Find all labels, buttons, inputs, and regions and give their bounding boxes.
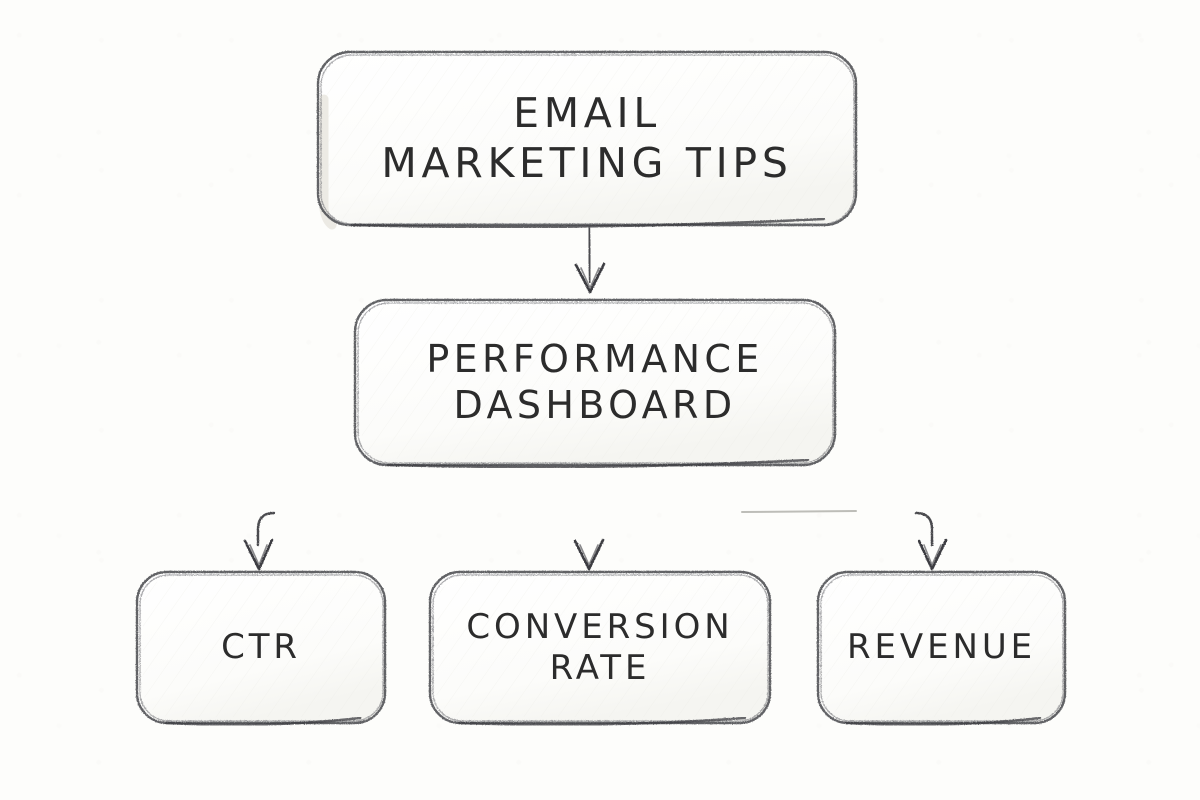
- edge-root-to-dashboard: [574, 224, 606, 294]
- node-root-hatch: [324, 58, 852, 221]
- node-ctr-hatch: [143, 578, 379, 717]
- node-dashboard-hatch: [361, 306, 829, 459]
- node-root-hit[interactable]: [318, 52, 856, 225]
- node-root-outline: [316, 50, 858, 227]
- edge-dashboard-to-revenue-arrowhead-2: [923, 544, 942, 568]
- node-ctr-outline: [135, 570, 387, 725]
- node-dashboard-hit[interactable]: [355, 300, 835, 465]
- node-revenue-hit[interactable]: [818, 572, 1065, 723]
- node-revenue-bottom-shadow: [844, 716, 1042, 726]
- node-ctr[interactable]: [135, 570, 387, 726]
- node-revenue[interactable]: [816, 570, 1067, 726]
- edge-dashboard-to-revenue: [917, 538, 948, 571]
- node-conversion-rate-bottom-shadow: [457, 716, 747, 726]
- edge-root-to-dashboard-line: [587, 224, 592, 284]
- edge-bus-fade-segment: [741, 510, 857, 513]
- edge-root-to-dashboard-arrowhead-2: [580, 267, 600, 290]
- node-dashboard-outline: [353, 298, 837, 467]
- edge-dashboard-to-conversion-rate-arrowhead: [573, 538, 605, 571]
- edge-dashboard-to-ctr-arrowhead-2: [249, 544, 268, 568]
- node-conversion-rate-outline-2: [432, 574, 769, 722]
- node-root[interactable]: [316, 50, 858, 230]
- node-conversion-rate-hit[interactable]: [430, 572, 770, 723]
- edge-dashboard-to-ctr-arrowhead: [243, 538, 274, 571]
- node-revenue-outline-2: [820, 574, 1064, 722]
- node-root-outline-2: [320, 54, 855, 225]
- node-ctr-outline-2: [139, 574, 384, 722]
- node-dashboard-outline-2: [357, 302, 834, 464]
- node-ctr-bottom-shadow: [164, 716, 362, 726]
- edge-bus-right-elbow: [914, 511, 934, 547]
- node-root-bottom-shadow: [350, 217, 826, 229]
- node-root-inner-shade: [319, 94, 337, 230]
- node-conversion-rate[interactable]: [428, 570, 772, 726]
- edge-dashboard-to-revenue-arrowhead: [917, 538, 948, 571]
- node-ctr-hit[interactable]: [137, 572, 385, 723]
- edge-dashboard-to-conversion-rate-arrowhead-2: [579, 544, 599, 567]
- edge-root-to-dashboard-arrowhead: [574, 262, 606, 294]
- node-conversion-rate-outline: [428, 570, 772, 725]
- node-conversion-rate-hatch: [436, 578, 764, 717]
- node-revenue-hatch: [824, 578, 1059, 717]
- edge-dashboard-to-conversion-rate: [573, 511, 605, 571]
- node-revenue-outline: [816, 570, 1067, 725]
- node-dashboard[interactable]: [353, 298, 837, 469]
- edge-bus-left-elbow: [256, 511, 276, 547]
- edge-bus-dashboard-children: [243, 464, 948, 571]
- edge-dashboard-to-ctr: [243, 538, 274, 571]
- node-dashboard-bottom-shadow: [386, 458, 810, 469]
